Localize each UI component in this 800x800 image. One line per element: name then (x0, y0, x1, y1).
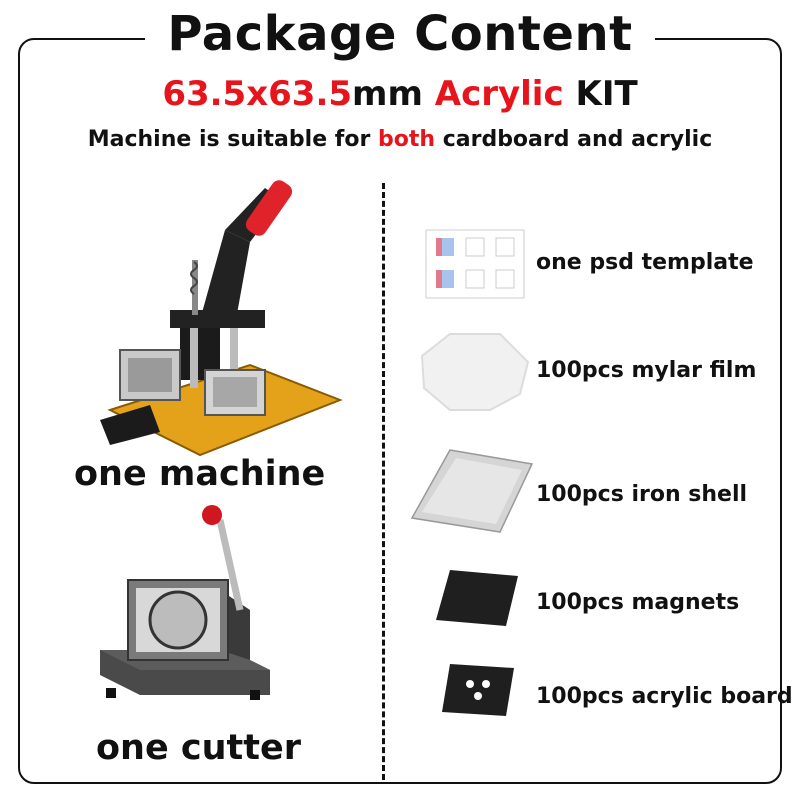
magnet-sheet-icon (436, 570, 518, 626)
mylar-label: 100pcs mylar film (536, 358, 757, 383)
kit-material: Acrylic (434, 74, 564, 114)
note-text-before: Machine is suitable for (87, 127, 371, 152)
paper-cutter-icon (100, 505, 270, 700)
mylar-film-icon (420, 333, 530, 411)
acrylic-board-icon (442, 664, 514, 716)
template-label: one psd template (536, 250, 754, 275)
note-text-after: cardboard and acrylic (442, 127, 713, 152)
kit-unit: mm (352, 74, 423, 114)
note-highlight: both (377, 127, 436, 152)
iron-shell-label: 100pcs iron shell (536, 482, 748, 507)
dashed-divider (382, 183, 385, 780)
suitability-note: Machine is suitable for both cardboard a… (0, 124, 800, 156)
cutter-label: one cutter (96, 728, 302, 768)
magnets-label: 100pcs magnets (536, 590, 740, 615)
machine-label: one machine (74, 454, 326, 494)
kit-subtitle: 63.5x63.5mm Acrylic KIT (0, 72, 800, 116)
template-sheet-icon (425, 229, 525, 299)
page-title: Package Content (145, 2, 655, 66)
button-press-machine-icon (100, 180, 343, 457)
acrylic-board-label: 100pcs acrylic board (536, 684, 793, 709)
iron-shell-icon (410, 449, 534, 533)
title-wrap: Package Content (0, 2, 800, 66)
kit-size: 63.5x63.5 (162, 74, 353, 114)
kit-word: KIT (575, 74, 638, 114)
